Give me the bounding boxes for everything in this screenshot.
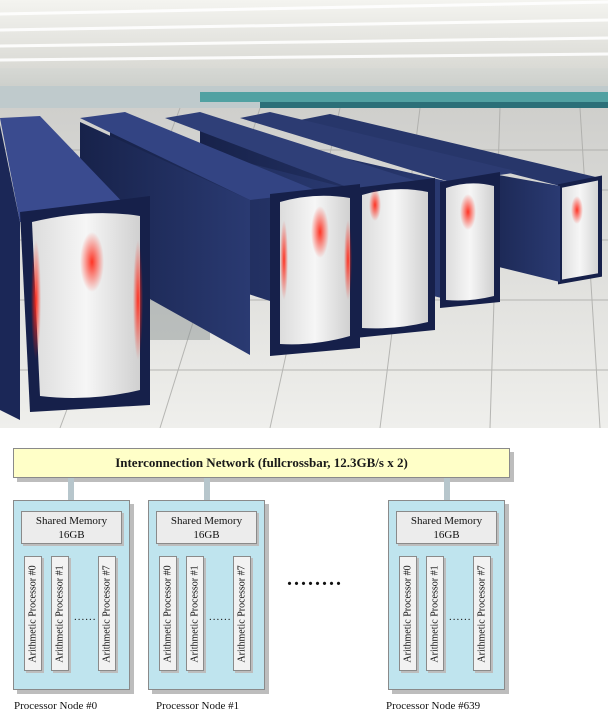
processor-node: Shared Memory 16GB Arithmetic Processor … bbox=[13, 500, 130, 690]
shared-memory-label: Shared Memory bbox=[410, 515, 483, 527]
arithmetic-processor: Arithmetic Processor #7 bbox=[473, 556, 491, 671]
arithmetic-processor: Arithmetic Processor #1 bbox=[186, 556, 204, 671]
processor-dots: ...... bbox=[209, 611, 232, 623]
shared-memory-box: Shared Memory 16GB bbox=[156, 511, 257, 544]
node-label: Processor Node #639 bbox=[386, 700, 481, 712]
arithmetic-processor: Arithmetic Processor #7 bbox=[98, 556, 116, 671]
shared-memory-size: 16GB bbox=[433, 529, 460, 541]
node-label: Processor Node #0 bbox=[14, 700, 98, 712]
interconnection-network: Interconnection Network (fullcrossbar, 1… bbox=[13, 448, 510, 478]
node-connector bbox=[204, 478, 210, 500]
arithmetic-processor: Arithmetic Processor #7 bbox=[233, 556, 251, 671]
arithmetic-processor: Arithmetic Processor #0 bbox=[24, 556, 42, 671]
arithmetic-processor: Arithmetic Processor #0 bbox=[159, 556, 177, 671]
network-label: Interconnection Network (fullcrossbar, 1… bbox=[115, 455, 408, 470]
shared-memory-box: Shared Memory 16GB bbox=[21, 511, 122, 544]
shared-memory-size: 16GB bbox=[58, 529, 85, 541]
processor-node: Shared Memory 16GB Arithmetic Processor … bbox=[388, 500, 505, 690]
processor-dots: ...... bbox=[449, 611, 472, 623]
shared-memory-size: 16GB bbox=[193, 529, 220, 541]
arithmetic-processor: Arithmetic Processor #0 bbox=[399, 556, 417, 671]
node-connector bbox=[444, 478, 450, 500]
processor-node: Shared Memory 16GB Arithmetic Processor … bbox=[148, 500, 265, 690]
arithmetic-processor: Arithmetic Processor #1 bbox=[426, 556, 444, 671]
shared-memory-box: Shared Memory 16GB bbox=[396, 511, 497, 544]
processor-dots: ...... bbox=[74, 611, 97, 623]
node-ellipsis: ........ bbox=[287, 568, 343, 590]
node-connector bbox=[68, 478, 74, 500]
supercomputer-photo bbox=[0, 0, 608, 428]
node-label: Processor Node #1 bbox=[156, 700, 240, 712]
architecture-diagram: Interconnection Network (fullcrossbar, 1… bbox=[0, 428, 608, 713]
shared-memory-label: Shared Memory bbox=[35, 515, 108, 527]
shared-memory-label: Shared Memory bbox=[170, 515, 243, 527]
arithmetic-processor: Arithmetic Processor #1 bbox=[51, 556, 69, 671]
